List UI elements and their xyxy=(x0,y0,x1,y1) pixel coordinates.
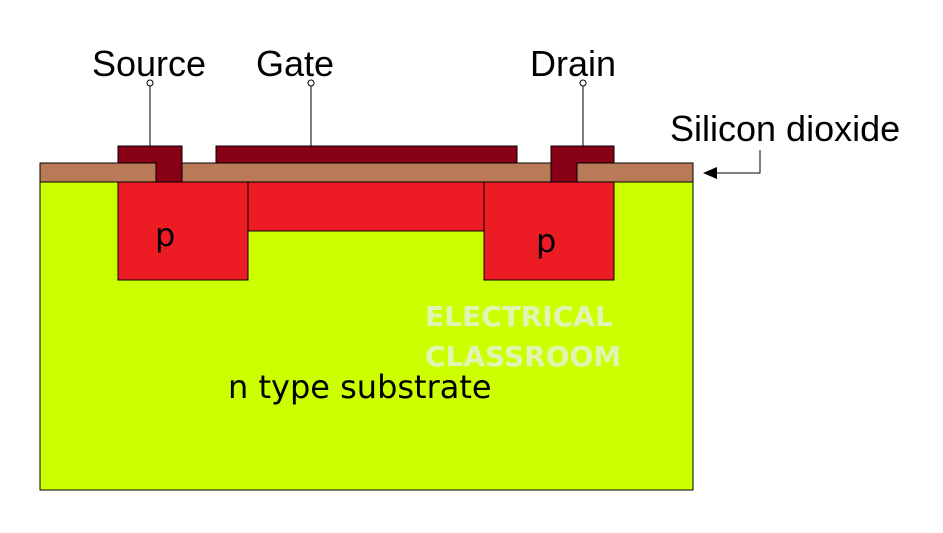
gate-electrode xyxy=(215,145,518,164)
p-region-left xyxy=(117,181,249,281)
oxide-pointer-line xyxy=(712,150,761,174)
silicon-dioxide-label: Silicon dioxide xyxy=(670,108,900,149)
gate-label: Gate xyxy=(256,43,334,84)
silicon-dioxide-layer xyxy=(39,162,694,183)
p-region-right-label: p xyxy=(536,222,556,260)
source-terminal-dot xyxy=(146,79,154,87)
watermark-line1: ELECTRICAL xyxy=(425,300,613,333)
p-channel xyxy=(247,181,485,232)
source-contact xyxy=(117,145,183,183)
gate-terminal-dot xyxy=(307,79,315,87)
drain-label: Drain xyxy=(530,43,616,84)
substrate-label: n type substrate xyxy=(228,368,492,406)
drain-contact xyxy=(550,145,615,183)
drain-terminal-dot xyxy=(579,79,587,87)
p-region-left-label: p xyxy=(155,216,175,254)
oxide-pointer-arrowhead xyxy=(703,167,717,179)
source-label: Source xyxy=(92,43,206,84)
watermark-line2: CLASSROOM xyxy=(425,340,621,373)
